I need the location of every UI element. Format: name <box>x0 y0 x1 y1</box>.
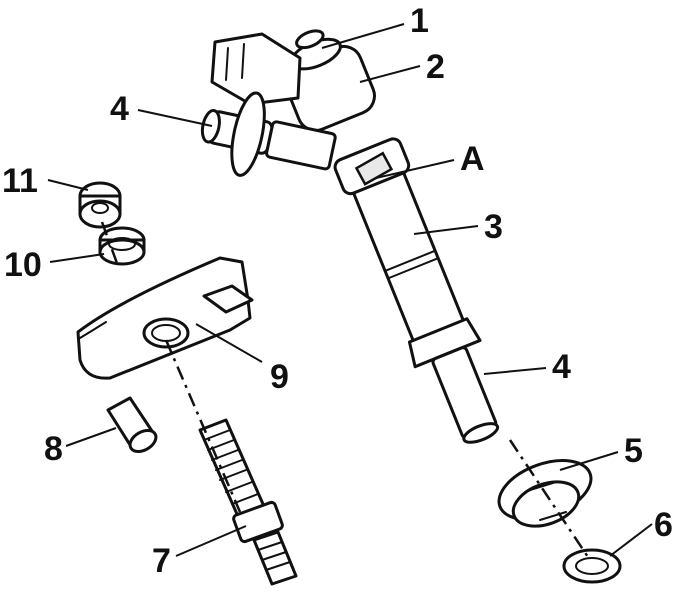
nozzle-nut <box>407 317 482 369</box>
washer-6 <box>562 548 622 584</box>
washer-10 <box>98 226 146 266</box>
callout-11: 11 <box>2 162 38 200</box>
injector-assembly <box>200 29 500 444</box>
axis-nut-washer <box>100 221 120 267</box>
callout-2: 2 <box>426 48 445 86</box>
axis-nozzle-seal <box>508 439 592 561</box>
electrical-connector <box>210 32 302 106</box>
clamp-bolt-hole <box>142 317 190 349</box>
axis-stud <box>164 339 242 513</box>
callout-1: 1 <box>410 2 429 40</box>
inlet-body <box>265 120 337 171</box>
clamp-fork-slot <box>202 284 254 314</box>
marking-area-a <box>354 151 394 186</box>
nut-11 <box>78 181 122 229</box>
connector-ribs <box>225 43 245 81</box>
callout-3: 3 <box>484 208 503 246</box>
callout-5: 5 <box>624 432 643 470</box>
callout-9: 9 <box>270 358 289 396</box>
head-plug <box>295 29 325 50</box>
callout-6: 6 <box>654 506 673 544</box>
callout-4-bottom: 4 <box>552 348 571 386</box>
callout-10: 10 <box>4 246 42 284</box>
sleeve-8 <box>106 396 158 453</box>
callout-7: 7 <box>152 542 171 580</box>
clamp-plate <box>76 256 254 380</box>
leader-lines <box>47 23 653 557</box>
callout-a: A <box>460 140 485 178</box>
nozzle-tip-end <box>462 422 500 444</box>
callout-4-top: 4 <box>110 90 129 128</box>
inlet-flange-disc <box>230 91 266 177</box>
seal-ring-5 <box>497 459 593 528</box>
barrel-ring-lines <box>384 249 440 280</box>
callout-8: 8 <box>44 430 63 468</box>
stud-bolt <box>198 418 298 586</box>
